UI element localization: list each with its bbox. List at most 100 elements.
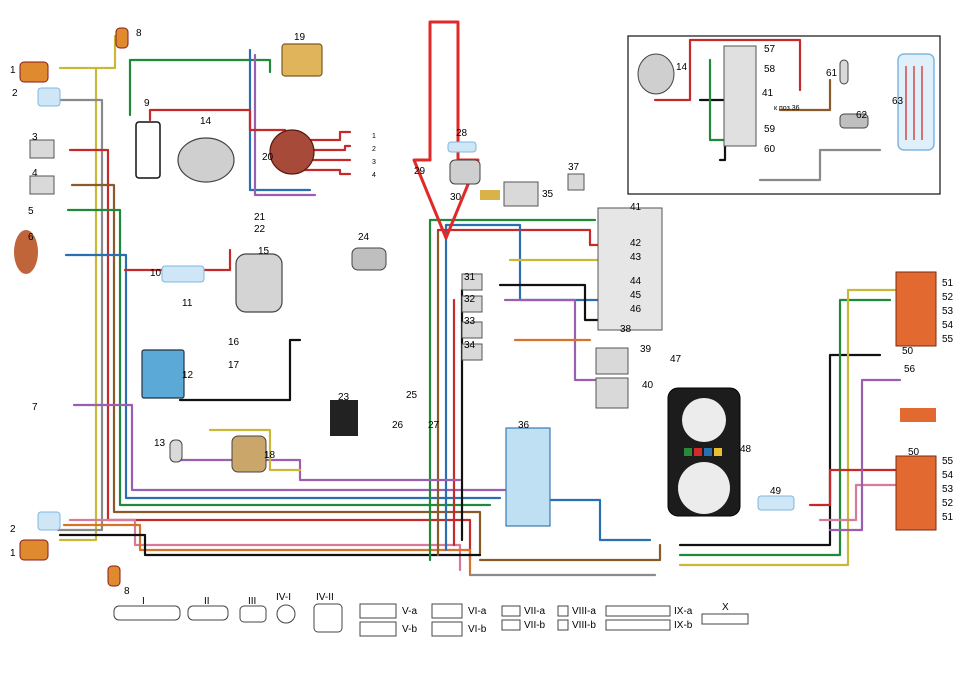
label-36: 36 <box>518 420 530 431</box>
plate-lamp <box>757 495 795 511</box>
wire-black-left <box>58 533 482 557</box>
label-58: 58 <box>764 64 776 75</box>
label-50-top: 50 <box>902 346 914 357</box>
connector-III-shape <box>239 605 267 623</box>
wire-blue-top <box>248 48 312 192</box>
wire-green-inset <box>708 58 727 142</box>
legend-label-IV-II: IV-II <box>316 592 334 603</box>
heater-resistor <box>161 265 205 283</box>
label-27: 27 <box>428 420 440 431</box>
spark-plug-3-label: 3 <box>372 159 376 166</box>
label-52-bottom: 52 <box>942 498 954 509</box>
label-37: 37 <box>568 162 580 173</box>
distributor <box>269 129 315 175</box>
wire-black-switches <box>498 283 602 322</box>
red-arrow-outline <box>412 20 480 240</box>
label-59: 59 <box>764 124 776 135</box>
label-30: 30 <box>450 192 462 203</box>
wire-yellow-left <box>58 66 98 542</box>
label-54-top: 54 <box>942 320 954 331</box>
label-2-bottom: 2 <box>10 524 16 535</box>
label-56: 56 <box>904 364 916 375</box>
label-20: 20 <box>262 152 274 163</box>
legend-label-V-a: V-a <box>402 606 417 617</box>
connector-VIII-a-shape <box>557 605 569 617</box>
inset-switch-61 <box>839 59 849 85</box>
alternator <box>177 137 235 183</box>
wire-brown-left <box>70 183 482 557</box>
connector-IV-I-shape <box>276 604 296 624</box>
label-48: 48 <box>740 444 752 455</box>
wire-green-top <box>128 58 272 117</box>
label-51-bottom: 51 <box>942 512 954 523</box>
relay-37 <box>567 173 585 191</box>
indicator-yellow <box>714 448 722 456</box>
label-39: 39 <box>640 344 652 355</box>
legend-label-VIII-a: VIII-a <box>572 606 596 617</box>
label-49: 49 <box>770 486 782 497</box>
connector-V-a-shape <box>359 603 397 619</box>
legend-label-VIII-b: VIII-b <box>572 620 596 631</box>
label-10: 10 <box>150 268 162 279</box>
turn-lamp-upper <box>115 27 129 49</box>
turn-lamp-lower <box>107 565 121 587</box>
battery <box>141 349 185 399</box>
legend-label-VII-b: VII-b <box>524 620 546 631</box>
connector-II-shape <box>187 605 229 621</box>
gauge-upper <box>682 398 726 442</box>
label-23: 23 <box>338 392 350 403</box>
label-57: 57 <box>764 44 776 55</box>
rear-lamp-left <box>895 455 937 531</box>
label-16: 16 <box>228 337 240 348</box>
label-46: 46 <box>630 304 642 315</box>
steering-column-switch <box>597 207 663 331</box>
wire-red-ht-1 <box>298 130 352 142</box>
label-6: 6 <box>28 232 34 243</box>
label-55-bottom: 55 <box>942 456 954 467</box>
label-43: 43 <box>630 252 642 263</box>
label-2-top: 2 <box>12 88 18 99</box>
switch-32 <box>461 295 483 313</box>
lamp-28 <box>447 141 477 153</box>
wire-green-left <box>66 208 492 507</box>
legend-label-IX-a: IX-a <box>674 606 693 617</box>
label-63: 63 <box>892 96 904 107</box>
fan-motor <box>14 230 38 274</box>
rear-window-heater-grid <box>905 66 923 140</box>
headlight-left <box>19 61 49 83</box>
washer-pump <box>449 159 481 185</box>
label-1-top: 1 <box>10 65 16 76</box>
ignition-coil <box>135 121 161 179</box>
inset-alternator <box>637 53 675 95</box>
inset-motor-62 <box>839 113 869 129</box>
side-lamp-left <box>37 87 61 107</box>
relay-3 <box>29 139 55 159</box>
reverse-lamp-56 <box>900 408 936 422</box>
label-5: 5 <box>28 206 34 217</box>
relay-39 <box>595 377 629 409</box>
wire-gray-inset <box>758 148 882 182</box>
label-61: 61 <box>826 68 838 79</box>
switch-30 <box>480 190 500 200</box>
side-lamp-left-lower <box>37 511 61 531</box>
label-3: 3 <box>32 132 38 143</box>
connector-VI-b-shape <box>431 621 463 637</box>
indicator-red <box>694 448 702 456</box>
label-8-top: 8 <box>136 28 142 39</box>
wire-yellow-lower <box>208 428 302 472</box>
indicator-green <box>684 448 692 456</box>
wire-harness <box>56 34 902 577</box>
highlight-arrow <box>412 20 480 240</box>
switch-34 <box>461 343 483 361</box>
label-29: 29 <box>414 166 426 177</box>
rear-window-heater <box>897 53 935 151</box>
label-44: 44 <box>630 276 642 287</box>
headlight-left-lower <box>19 539 49 561</box>
label-1-bottom: 1 <box>10 548 16 559</box>
connector-I-shape <box>113 605 181 621</box>
wire-pink-left <box>68 518 462 572</box>
wire-violet-rear <box>828 378 902 532</box>
label-42: 42 <box>630 238 642 249</box>
label-14: 14 <box>200 116 212 127</box>
label-4: 4 <box>32 168 38 179</box>
